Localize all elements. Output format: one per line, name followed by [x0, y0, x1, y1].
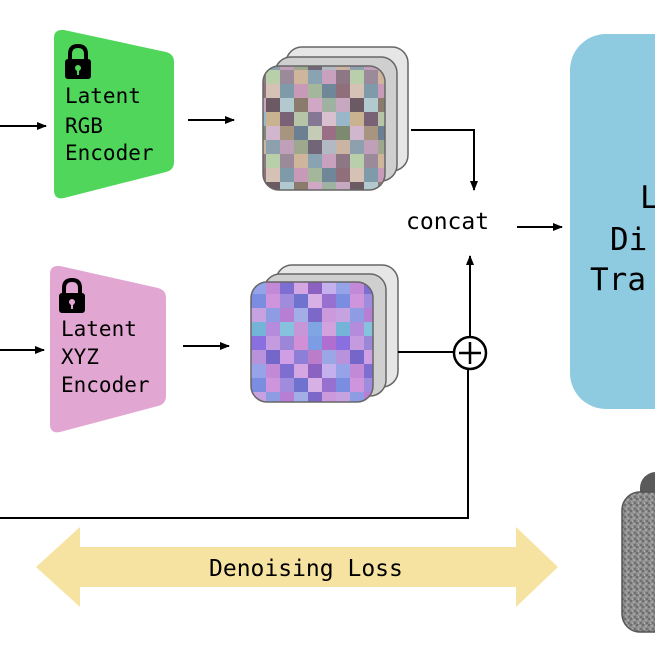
rgb-encoder: Latent RGB Encoder: [54, 30, 174, 199]
xyz-encoder-line3: Encoder: [61, 373, 150, 397]
noise-image: [621, 491, 655, 633]
loss-label: Denoising Loss: [209, 556, 403, 582]
rgb-encoder-line2: RGB: [65, 114, 103, 138]
xyz-latent-stack: [250, 264, 399, 403]
denoising-loss: Denoising Loss: [36, 527, 558, 607]
lock-icon: [59, 277, 85, 313]
noise-image-stack: [621, 472, 655, 633]
xyz-encoder-line2: XYZ: [61, 345, 99, 369]
transformer-line1: L: [640, 180, 655, 216]
concat-label: concat: [406, 209, 489, 235]
lock-icon: [65, 43, 91, 79]
rgb-encoder-line3: Encoder: [65, 141, 154, 165]
rgb-to-concat-arrow: [411, 129, 478, 191]
xyz-latent-image: [250, 281, 374, 403]
rgb-latent-stack: [262, 46, 409, 191]
rgb-encoder-line1: Latent: [65, 84, 141, 108]
plus-node: [452, 335, 488, 371]
transformer-line2: Di: [610, 222, 647, 258]
rgb-latent-image: [262, 65, 386, 191]
transformer-line3: Tra: [590, 262, 646, 298]
xyz-encoder-line1: Latent: [61, 317, 137, 341]
transformer-block: L Di Tra: [570, 34, 655, 409]
xyz-encoder: Latent XYZ Encoder: [50, 266, 166, 433]
loss-double-arrow: [36, 527, 558, 607]
noise-input-line: [0, 369, 469, 519]
